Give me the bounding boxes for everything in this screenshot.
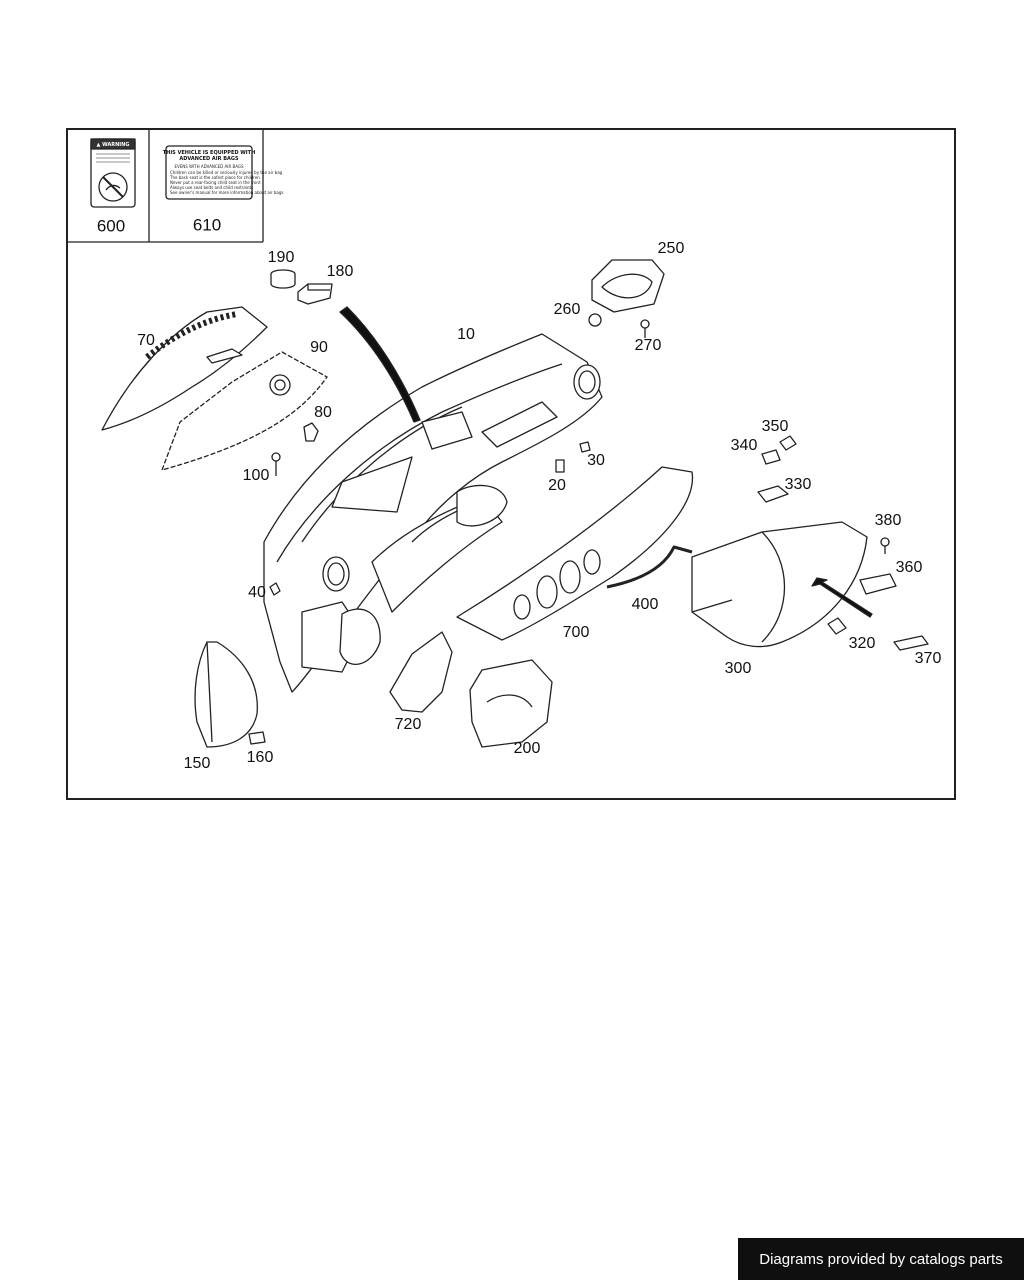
label-90[interactable]: 90: [310, 339, 328, 356]
label-200[interactable]: 200: [513, 740, 541, 757]
label-160[interactable]: 160: [246, 749, 274, 766]
label-150[interactable]: 150: [183, 755, 211, 772]
part-260: [588, 313, 602, 327]
part-360: [859, 573, 897, 595]
part-340: [761, 449, 781, 465]
label-190[interactable]: 190: [267, 249, 295, 266]
label-260[interactable]: 260: [553, 301, 581, 318]
part-300: [691, 521, 868, 648]
part-30: [579, 441, 591, 453]
part-70: [101, 306, 268, 431]
part-180: [297, 283, 333, 305]
label-720[interactable]: 720: [394, 716, 422, 733]
part-720: [389, 631, 453, 713]
part-330: [757, 485, 789, 503]
sticker-610-line: Always use seat belts and child restrain…: [170, 185, 253, 190]
label-370[interactable]: 370: [914, 650, 942, 667]
part-200: [469, 659, 553, 748]
part-380: [880, 537, 890, 554]
part-80: [303, 422, 319, 442]
label-600[interactable]: 600: [96, 216, 126, 236]
label-20[interactable]: 20: [548, 477, 566, 494]
sticker-610-line: Children can be killed or seriously inju…: [170, 170, 283, 175]
part-270: [640, 319, 650, 338]
part-250: [591, 259, 665, 313]
label-350[interactable]: 350: [761, 418, 789, 435]
sticker-610-title-1: THIS VEHICLE IS EQUIPPED WITH: [163, 150, 256, 156]
label-340[interactable]: 340: [730, 437, 758, 454]
label-80[interactable]: 80: [314, 404, 332, 421]
part-190: [270, 269, 296, 289]
part-20: [555, 459, 565, 473]
sticker-610-line: Never put a rear-facing child seat in th…: [170, 180, 261, 185]
part-150: [194, 641, 258, 748]
label-100[interactable]: 100: [242, 467, 270, 484]
warning-sticker-600: [90, 138, 136, 208]
sticker-610-line: See owner's manual for more information …: [170, 190, 283, 195]
part-10-dashboard: [263, 333, 603, 693]
part-90: [161, 351, 328, 471]
part-370: [893, 635, 929, 651]
label-380[interactable]: 380: [874, 512, 902, 529]
part-40: [269, 582, 281, 596]
label-400[interactable]: 400: [631, 596, 659, 613]
label-320[interactable]: 320: [848, 635, 876, 652]
label-700[interactable]: 700: [562, 624, 590, 641]
airbag-sticker-610: [165, 145, 253, 200]
part-100: [271, 452, 281, 476]
parts-diagram-drawing: [68, 130, 929, 748]
label-360[interactable]: 360: [895, 559, 923, 576]
part-320: [827, 617, 847, 635]
pointer-arrow-300: [811, 577, 873, 618]
part-700: [456, 466, 694, 641]
sticker-610-line: The back seat is the safest place for ch…: [169, 175, 260, 180]
label-300[interactable]: 300: [724, 660, 752, 677]
label-610[interactable]: 610: [192, 215, 222, 235]
part-160: [248, 731, 266, 745]
footer-credit-text: Diagrams provided by catalogs parts: [759, 1250, 1003, 1268]
footer-credit-bar: Diagrams provided by catalogs parts: [738, 1238, 1024, 1280]
label-250[interactable]: 250: [657, 240, 685, 257]
sticker-610-subtitle: EVENS WITH ADVANCED AIR BAGS: [174, 164, 244, 169]
sticker-600-title: ▲ WARNING: [97, 142, 130, 148]
label-10[interactable]: 10: [457, 326, 475, 343]
label-30[interactable]: 30: [587, 452, 605, 469]
diagram-frame: ▲ WARNING THIS VEHICLE IS EQUIPPED WITH …: [66, 128, 956, 800]
part-350: [779, 435, 797, 451]
sticker-text-layer: ▲ WARNING THIS VEHICLE IS EQUIPPED WITH …: [97, 142, 284, 195]
part-400: [606, 545, 693, 589]
pointer-arrow-180: [339, 306, 421, 423]
label-180[interactable]: 180: [326, 263, 354, 280]
label-330[interactable]: 330: [784, 476, 812, 493]
label-270[interactable]: 270: [634, 337, 662, 354]
label-70[interactable]: 70: [137, 332, 155, 349]
sticker-610-title-2: ADVANCED AIR BAGS: [179, 156, 239, 162]
label-40[interactable]: 40: [248, 584, 266, 601]
